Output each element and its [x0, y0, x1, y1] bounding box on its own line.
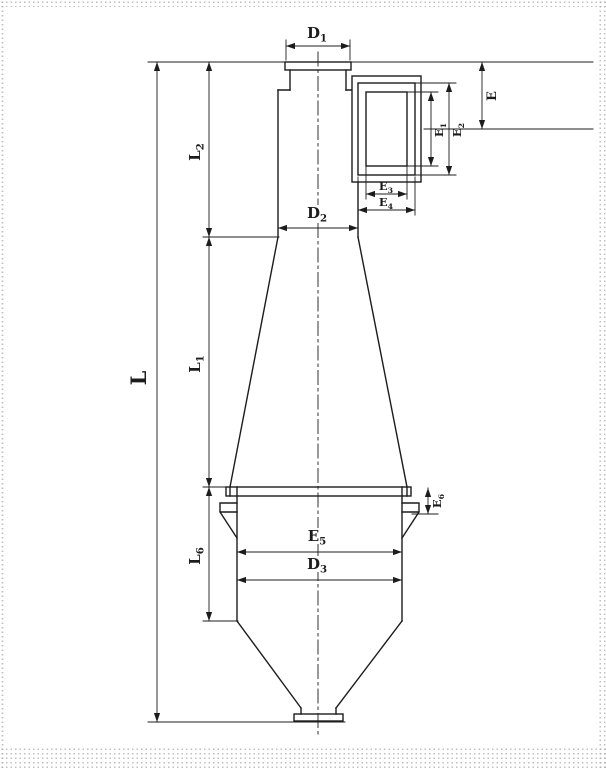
dimension-arrowhead [205, 487, 213, 496]
label-d3: D3 [307, 555, 327, 576]
dimension-arrowhead [349, 224, 358, 232]
dimension-arrowhead [424, 488, 432, 497]
inlet-duct-flange [351, 75, 422, 183]
label-mask [301, 528, 333, 544]
label-d2: D2 [307, 204, 327, 225]
bottom-outlet-pipe [300, 707, 337, 715]
label-e5: E5 [308, 527, 327, 548]
label-e3: E3 [379, 179, 393, 195]
lower-cylinder [236, 495, 403, 622]
label-mask [301, 556, 333, 572]
dimension-arrowhead [205, 237, 213, 246]
dimension-arrowhead [406, 206, 415, 214]
support-lug-left [219, 502, 238, 539]
dimension-arrowhead [205, 228, 213, 237]
dimension-arrowhead [398, 190, 407, 198]
dimension-arrowhead [237, 576, 246, 584]
inlet-opening [365, 91, 408, 167]
dimension-arrowhead [205, 612, 213, 621]
dimension-arrowhead [445, 166, 453, 175]
label-mask [302, 205, 332, 221]
label-mask [302, 25, 332, 41]
dimension-arrowhead [424, 505, 432, 514]
dimension-arrowhead [153, 713, 161, 722]
dimension-arrowhead [205, 478, 213, 487]
label-e4: E4 [379, 195, 394, 211]
dimension-lines [153, 42, 486, 723]
dimension-arrowhead [427, 157, 435, 166]
inlet-outer-frame [351, 75, 422, 183]
label-l1: L1 [186, 355, 207, 373]
dimension-arrowhead [478, 120, 486, 129]
label-e2: E2 [450, 123, 466, 137]
vessel-outline [219, 61, 420, 722]
support-flange [225, 486, 412, 497]
label-l6: L6 [186, 547, 207, 565]
bottom-cone [236, 620, 403, 709]
dimension-arrowhead [205, 62, 213, 71]
label-d3-group: D3 [301, 555, 333, 576]
dimension-arrowhead [427, 92, 435, 101]
label-e5-group: E5 [301, 527, 333, 548]
dimension-arrowhead [393, 548, 402, 556]
dimension-arrowhead [393, 576, 402, 584]
cone-section [229, 236, 408, 488]
top-outlet-pipe [289, 69, 347, 91]
dimension-arrowhead [478, 62, 486, 71]
dimension-arrowhead [286, 42, 295, 50]
label-l: L [126, 370, 151, 385]
inlet-mid-frame [357, 82, 416, 176]
dimension-arrowhead [341, 42, 350, 50]
label-l2: L2 [186, 143, 207, 161]
label-e1: E1 [432, 123, 448, 137]
dimension-arrowhead [278, 224, 287, 232]
label-d1: D1 [307, 24, 327, 45]
dimension-arrowhead [237, 548, 246, 556]
label-d2-group: D2 [302, 204, 332, 225]
flange-joint-ticks [229, 486, 408, 497]
label-e: E [485, 91, 500, 101]
dimension-arrowhead [366, 190, 375, 198]
dimension-arrowhead [153, 62, 161, 71]
support-lug-right [401, 502, 420, 539]
dimension-arrowhead [358, 206, 367, 214]
dimension-labels: D1 D2 E5 D3 L L2 L1 L6 E E1 E2 E3 [126, 24, 500, 576]
bottom-outlet-flange [293, 713, 344, 722]
label-d1-group: D1 [302, 24, 332, 45]
dimension-arrowhead [445, 83, 453, 92]
label-e6: E6 [430, 493, 446, 508]
